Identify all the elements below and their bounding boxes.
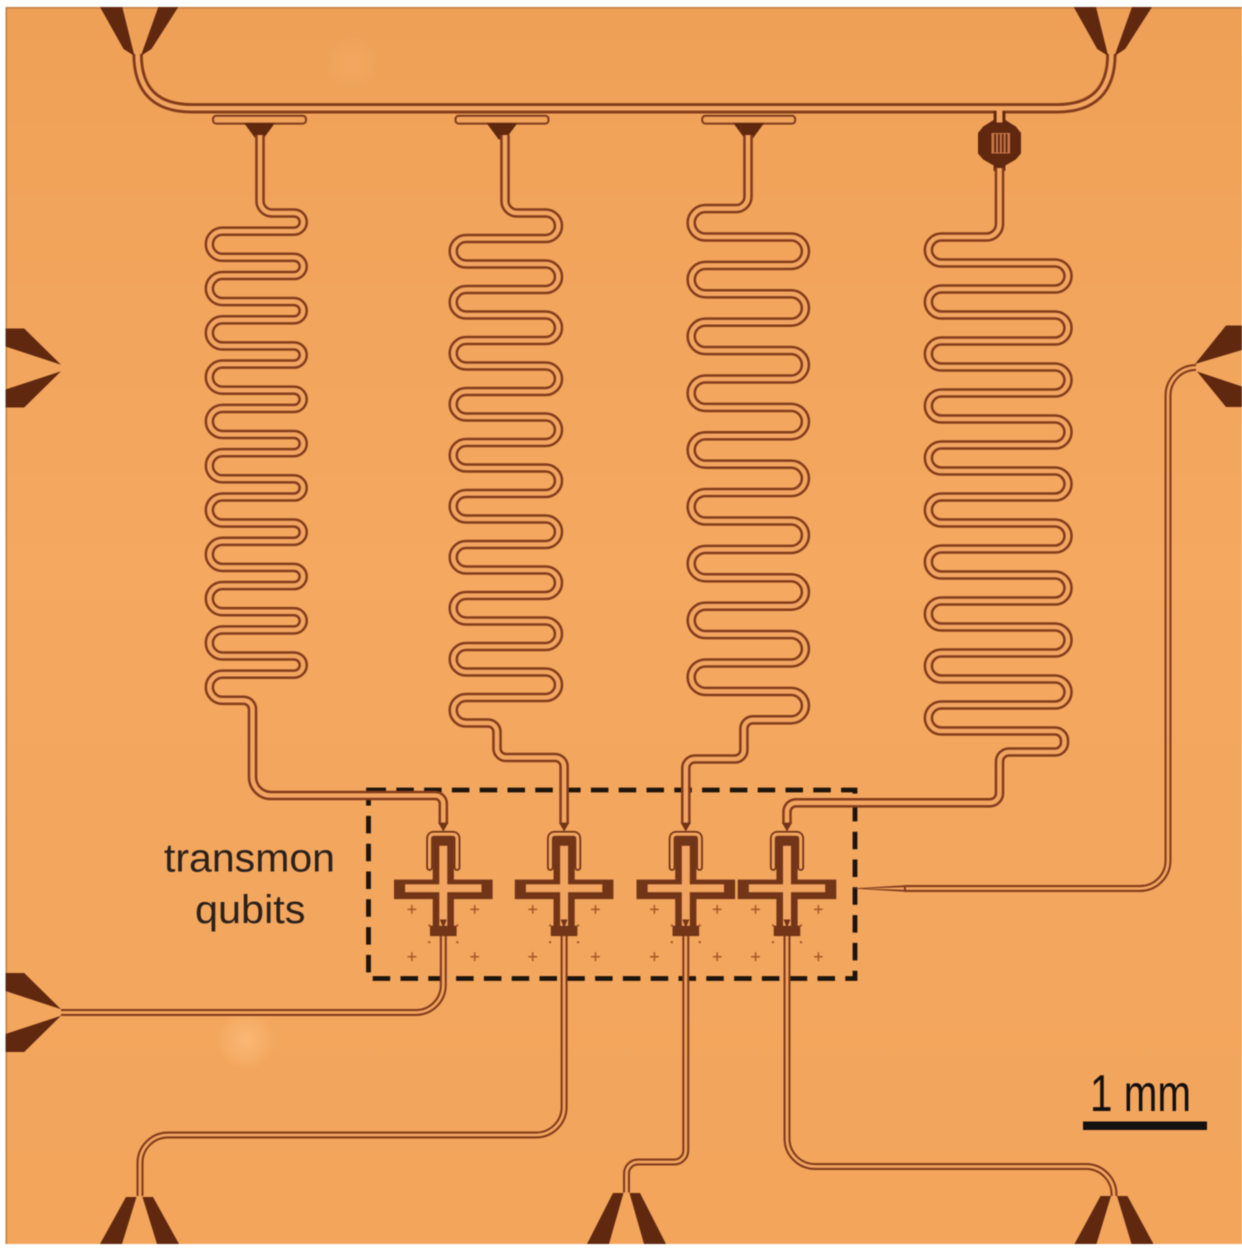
svg-text:qubits: qubits [195, 888, 306, 932]
svg-text:1 mm: 1 mm [1090, 1065, 1191, 1123]
svg-text:transmon: transmon [164, 837, 335, 881]
